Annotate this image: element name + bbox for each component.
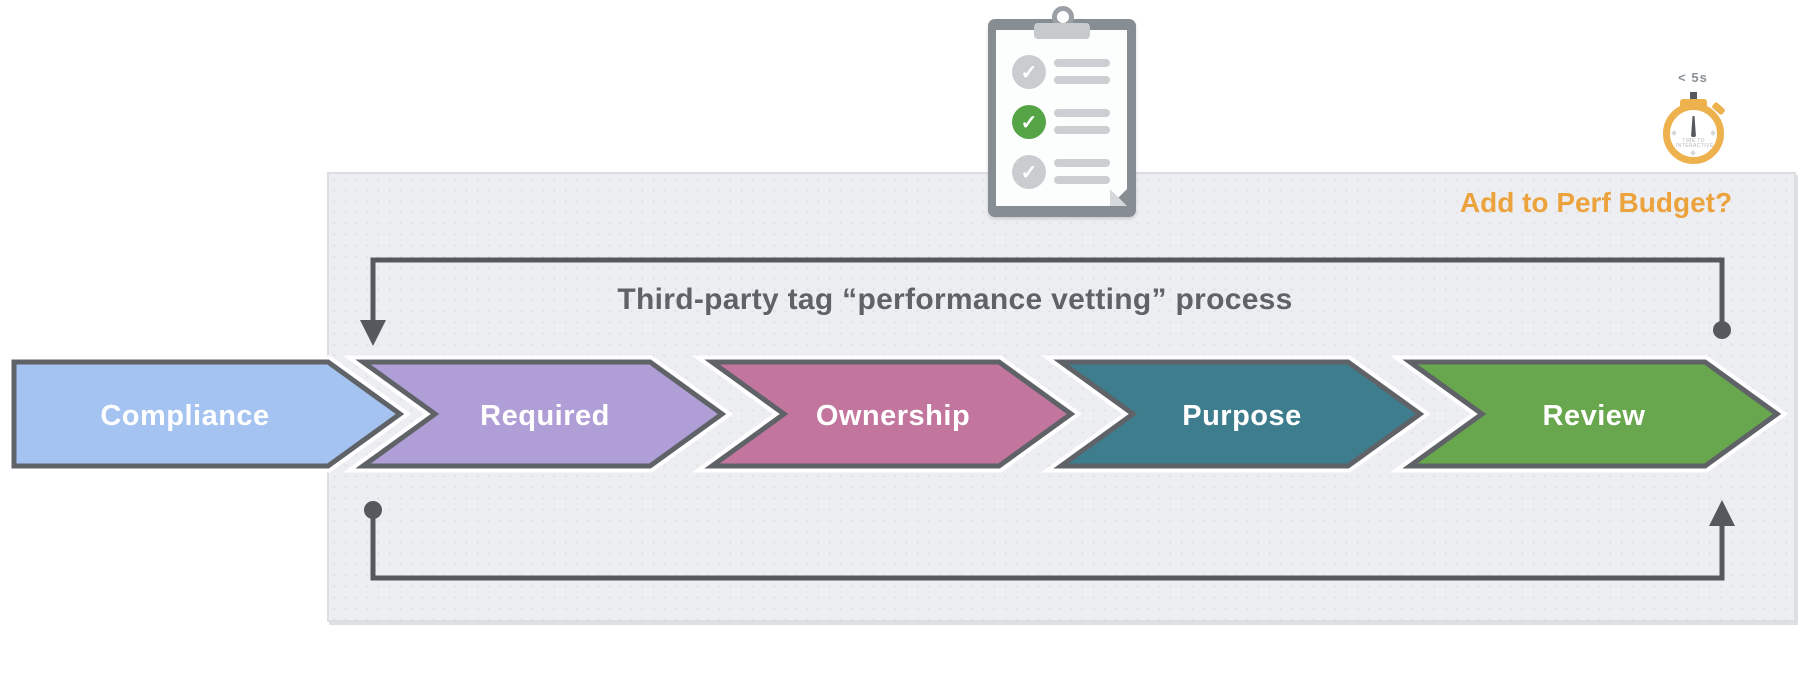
checkmark-icon: ✓ [1020,61,1038,84]
checkmark-icon: ✓ [1020,161,1038,184]
check-circle-icon: ✓ [1012,105,1046,139]
stopwatch-icon: TIME TO INTERACTIVE [1663,103,1724,164]
chevron-ownership [704,359,1076,469]
stopwatch-inner-text: TIME TO INTERACTIVE [1676,138,1714,149]
step-label: Review [1543,400,1646,432]
chevron-review [1402,359,1782,469]
step-label: Required [480,400,610,432]
stopwatch-stem [1690,92,1697,102]
chevron-compliance [11,359,405,469]
list-line [1054,109,1110,117]
process-title: Third-party tag “performance vetting” pr… [617,283,1293,316]
top-loop-arrow [360,257,1731,346]
clipboard-clip [1034,23,1090,39]
arrowhead-up-icon [1709,500,1735,526]
perf-budget-label: Add to Perf Budget? [1459,187,1733,218]
check-circle-icon: ✓ [1012,155,1046,189]
list-line [1054,176,1110,184]
arrowhead-down-icon [360,320,386,346]
stopwatch-needle [1691,116,1696,137]
checklist-icon: ✓ ✓ ✓ [988,6,1136,218]
list-line [1054,59,1110,67]
step-label: Purpose [1182,400,1302,432]
stopwatch-time-label: < 5s [1678,70,1708,85]
list-line [1054,76,1110,84]
chevron-required [355,359,727,469]
chevron-purpose [1053,359,1425,469]
check-circle-icon: ✓ [1012,55,1046,89]
step-label: Ownership [816,400,970,432]
bottom-loop-arrow [364,500,1735,581]
step-label: Compliance [100,400,269,432]
list-line [1054,126,1110,134]
list-line [1054,159,1110,167]
loop-endpoint-dot [1713,321,1731,339]
checkmark-icon: ✓ [1020,111,1038,134]
paper-fold [1110,189,1127,206]
loop-endpoint-dot [364,501,382,519]
